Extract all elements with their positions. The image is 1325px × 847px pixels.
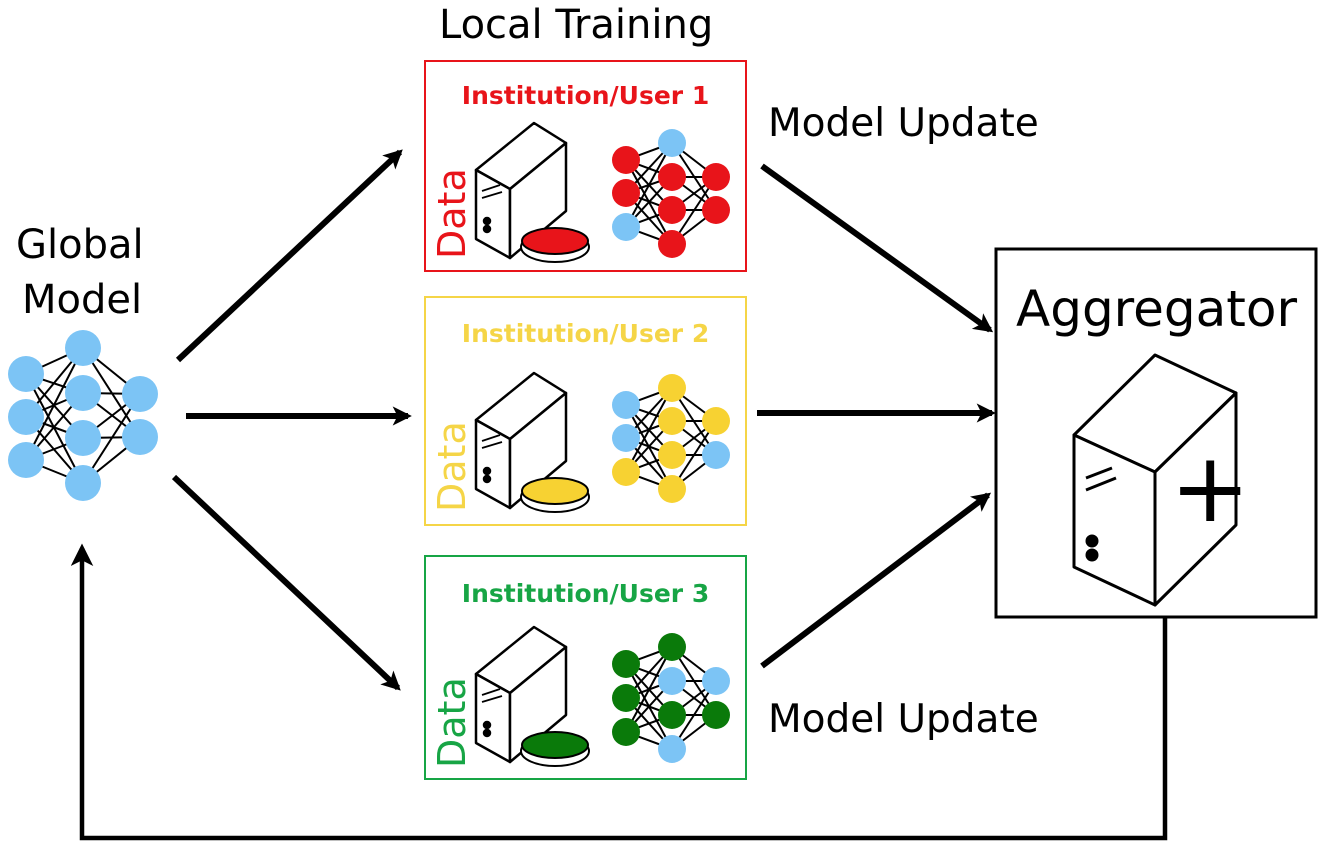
institution-2-net-node xyxy=(612,391,640,419)
global-model-node xyxy=(65,330,101,366)
institution-2-box xyxy=(424,296,747,526)
institution-2-net-node xyxy=(702,407,730,435)
institution-2-net-edge xyxy=(625,387,673,473)
arrow-update-1 xyxy=(760,163,994,333)
institution-3-net-node xyxy=(612,718,640,746)
institution-1-net-node xyxy=(612,179,640,207)
model-update-top-label: Model Update xyxy=(768,101,1039,146)
aggregator-server-icon xyxy=(1072,353,1238,607)
institution-2-server-icon xyxy=(474,371,568,510)
institution-2-title: Institution/User 2 xyxy=(461,319,710,348)
global-model-node xyxy=(65,375,101,411)
institution-1-title: Institution/User 1 xyxy=(461,81,710,110)
institution-1-net-node xyxy=(702,163,730,191)
institution-1-net-node xyxy=(658,163,686,191)
global-model-node xyxy=(65,465,101,501)
institution-1-net-node xyxy=(612,146,640,174)
global-model-label-line2: Model xyxy=(22,277,143,323)
institution-3-title: Institution/User 3 xyxy=(461,579,710,608)
institution-3-net-node xyxy=(658,701,686,729)
institution-3-net-node xyxy=(658,633,686,661)
institution-1-net-node xyxy=(658,230,686,258)
institution-3-net-node xyxy=(702,701,730,729)
institution-2-data-label: Data xyxy=(430,421,474,512)
institution-2-net-node xyxy=(658,374,686,402)
institution-3-net-node xyxy=(658,735,686,763)
institution-2-network xyxy=(612,374,730,503)
institution-3-server-icon xyxy=(474,625,568,764)
arrow-to-institution-1 xyxy=(175,149,403,363)
institution-1-server-icon xyxy=(474,121,568,260)
institution-2-net-node xyxy=(658,441,686,469)
global-model-label-line1: Global xyxy=(16,222,144,268)
arrow-update-3 xyxy=(760,492,992,669)
institution-3-net-node xyxy=(612,684,640,712)
institution-1-net-node xyxy=(658,196,686,224)
global-model-node xyxy=(8,399,44,435)
institution-3-data-label: Data xyxy=(430,677,474,768)
global-model-node xyxy=(8,356,44,392)
institution-3-data-disk-icon xyxy=(520,731,590,767)
global-model-edge xyxy=(25,347,84,461)
institution-3-net-node xyxy=(612,650,640,678)
global-model-node xyxy=(122,419,158,455)
aggregator-label: Aggregator xyxy=(1016,280,1298,338)
institution-2-data-disk-icon xyxy=(520,477,590,513)
global-model-network xyxy=(8,330,158,501)
institution-2-net-node xyxy=(658,407,686,435)
institution-3-box xyxy=(424,555,747,780)
institution-3-net-node xyxy=(658,667,686,695)
institution-1-data-disk-icon xyxy=(520,227,590,263)
arrow-to-institution-3 xyxy=(171,474,401,691)
institution-3-net-edge xyxy=(625,646,673,733)
model-update-bottom-label: Model Update xyxy=(768,697,1039,742)
institution-1-net-node xyxy=(612,213,640,241)
institution-1-network xyxy=(612,129,730,258)
institution-1-box xyxy=(424,60,747,272)
institution-1-net-node xyxy=(658,129,686,157)
institution-3-network xyxy=(612,633,730,763)
local-training-label: Local Training xyxy=(439,2,714,48)
global-model-node xyxy=(122,376,158,412)
global-model-node xyxy=(8,442,44,478)
institution-2-net-node xyxy=(612,458,640,486)
institution-1-net-node xyxy=(702,196,730,224)
global-model-node xyxy=(65,420,101,456)
institution-1-net-edge xyxy=(625,142,673,228)
institution-2-net-node xyxy=(612,424,640,452)
plus-icon: + xyxy=(1170,432,1251,544)
institution-3-net-node xyxy=(702,667,730,695)
institution-1-data-label: Data xyxy=(430,168,474,259)
institution-2-net-node xyxy=(658,475,686,503)
institution-2-net-node xyxy=(702,441,730,469)
feedback-arrow xyxy=(70,543,1168,841)
